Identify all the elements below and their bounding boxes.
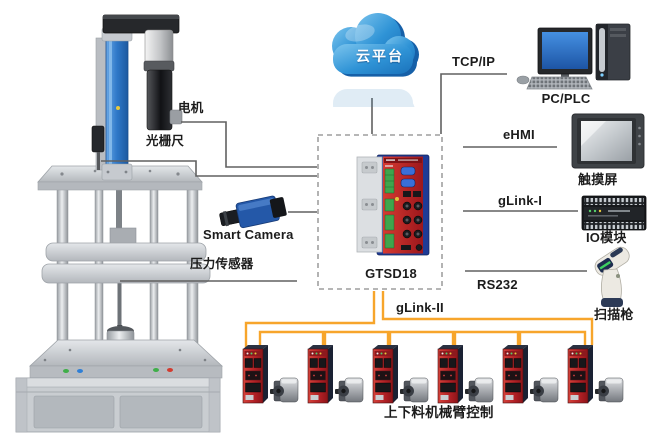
pc-icon bbox=[516, 23, 631, 90]
scanner-label: 扫描枪 bbox=[594, 307, 634, 322]
press-machine bbox=[15, 14, 224, 433]
servo-drive-motor-pair bbox=[502, 344, 559, 404]
encoder-label: 光栅尺 bbox=[146, 134, 185, 148]
cloud-label: 云平台 bbox=[356, 48, 404, 64]
wire-tcpip bbox=[440, 73, 507, 134]
servo-drive-motor-pair bbox=[242, 344, 299, 404]
io-module-icon bbox=[581, 195, 647, 231]
servo-row-caption: 上下料机械臂控制 bbox=[384, 405, 494, 420]
servo-drive-motor-pair bbox=[567, 344, 624, 404]
gtsd18-controller-icon bbox=[356, 154, 430, 256]
glink2-bus bbox=[244, 291, 594, 348]
servo-drive-motor-pair bbox=[307, 344, 364, 404]
smart-camera-label: Smart Camera bbox=[203, 227, 294, 242]
cloud-icon bbox=[332, 13, 419, 107]
controller-dashed-box bbox=[317, 134, 443, 290]
tcpip-label: TCP/IP bbox=[452, 54, 496, 69]
rs232-label: RS232 bbox=[477, 277, 518, 292]
touchscreen-label: 触摸屏 bbox=[578, 172, 618, 187]
signal-wires bbox=[101, 73, 587, 282]
scanner-icon bbox=[594, 246, 630, 307]
motor-label: 电机 bbox=[178, 101, 204, 115]
linear-encoder-head bbox=[91, 125, 105, 170]
glink1-label: gLink-I bbox=[498, 193, 543, 208]
io-module-label: IO模块 bbox=[586, 230, 627, 245]
ehmi-label: eHMI bbox=[503, 127, 535, 142]
controller-label: GTSD18 bbox=[365, 266, 417, 281]
press-motor-icon bbox=[143, 29, 183, 131]
touchscreen-icon bbox=[571, 113, 645, 169]
wire-motor bbox=[181, 121, 317, 168]
glink2-label: gLink-II bbox=[396, 300, 444, 315]
wire-encoder bbox=[101, 160, 317, 177]
cloud-reflection bbox=[332, 89, 415, 107]
pc-label: PC/PLC bbox=[541, 91, 591, 106]
smart-camera-icon bbox=[219, 195, 287, 229]
servo-drive-motor-pair bbox=[372, 344, 429, 404]
pressure-sensor-label: 压力传感器 bbox=[190, 257, 254, 271]
servo-drive-motor-pair bbox=[437, 344, 494, 404]
